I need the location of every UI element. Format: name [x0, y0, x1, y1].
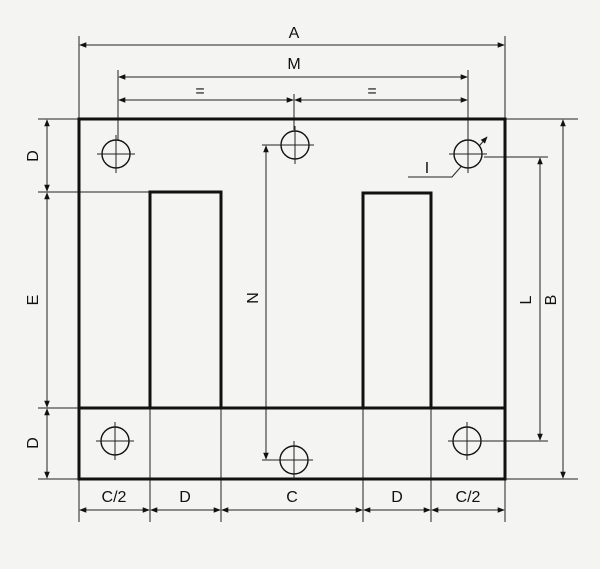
label-d-left: D: [179, 489, 191, 506]
label-n: N: [245, 292, 262, 304]
lamination-outline: [77, 117, 507, 481]
label-d-right: D: [391, 489, 403, 506]
hole-bottom-right: [448, 422, 486, 460]
hole-top-right: [449, 135, 487, 173]
hole-bottom-center: [275, 441, 313, 479]
label-e: E: [25, 295, 42, 306]
label-c: C: [286, 489, 298, 506]
label-d-top: D: [25, 150, 42, 162]
label-c-half-right: C/2: [456, 489, 481, 506]
label-l: L: [518, 295, 535, 304]
label-i: I: [425, 160, 429, 177]
label-m: M: [287, 56, 300, 73]
label-b: B: [543, 295, 560, 306]
hole-top-center: [276, 126, 314, 164]
label-a: A: [289, 25, 300, 42]
label-eq-right: =: [367, 83, 376, 100]
label-eq-left: =: [195, 83, 204, 100]
label-c-half-left: C/2: [102, 489, 127, 506]
hole-top-left: [97, 135, 135, 173]
dimension-labels: A M = = D E D N L B I C/2 D C D C/2: [25, 25, 560, 506]
i-bar-outline: [77, 406, 507, 481]
mounting-holes: [96, 126, 487, 479]
label-d-bottom: D: [25, 437, 42, 449]
hole-bottom-left: [96, 422, 134, 460]
